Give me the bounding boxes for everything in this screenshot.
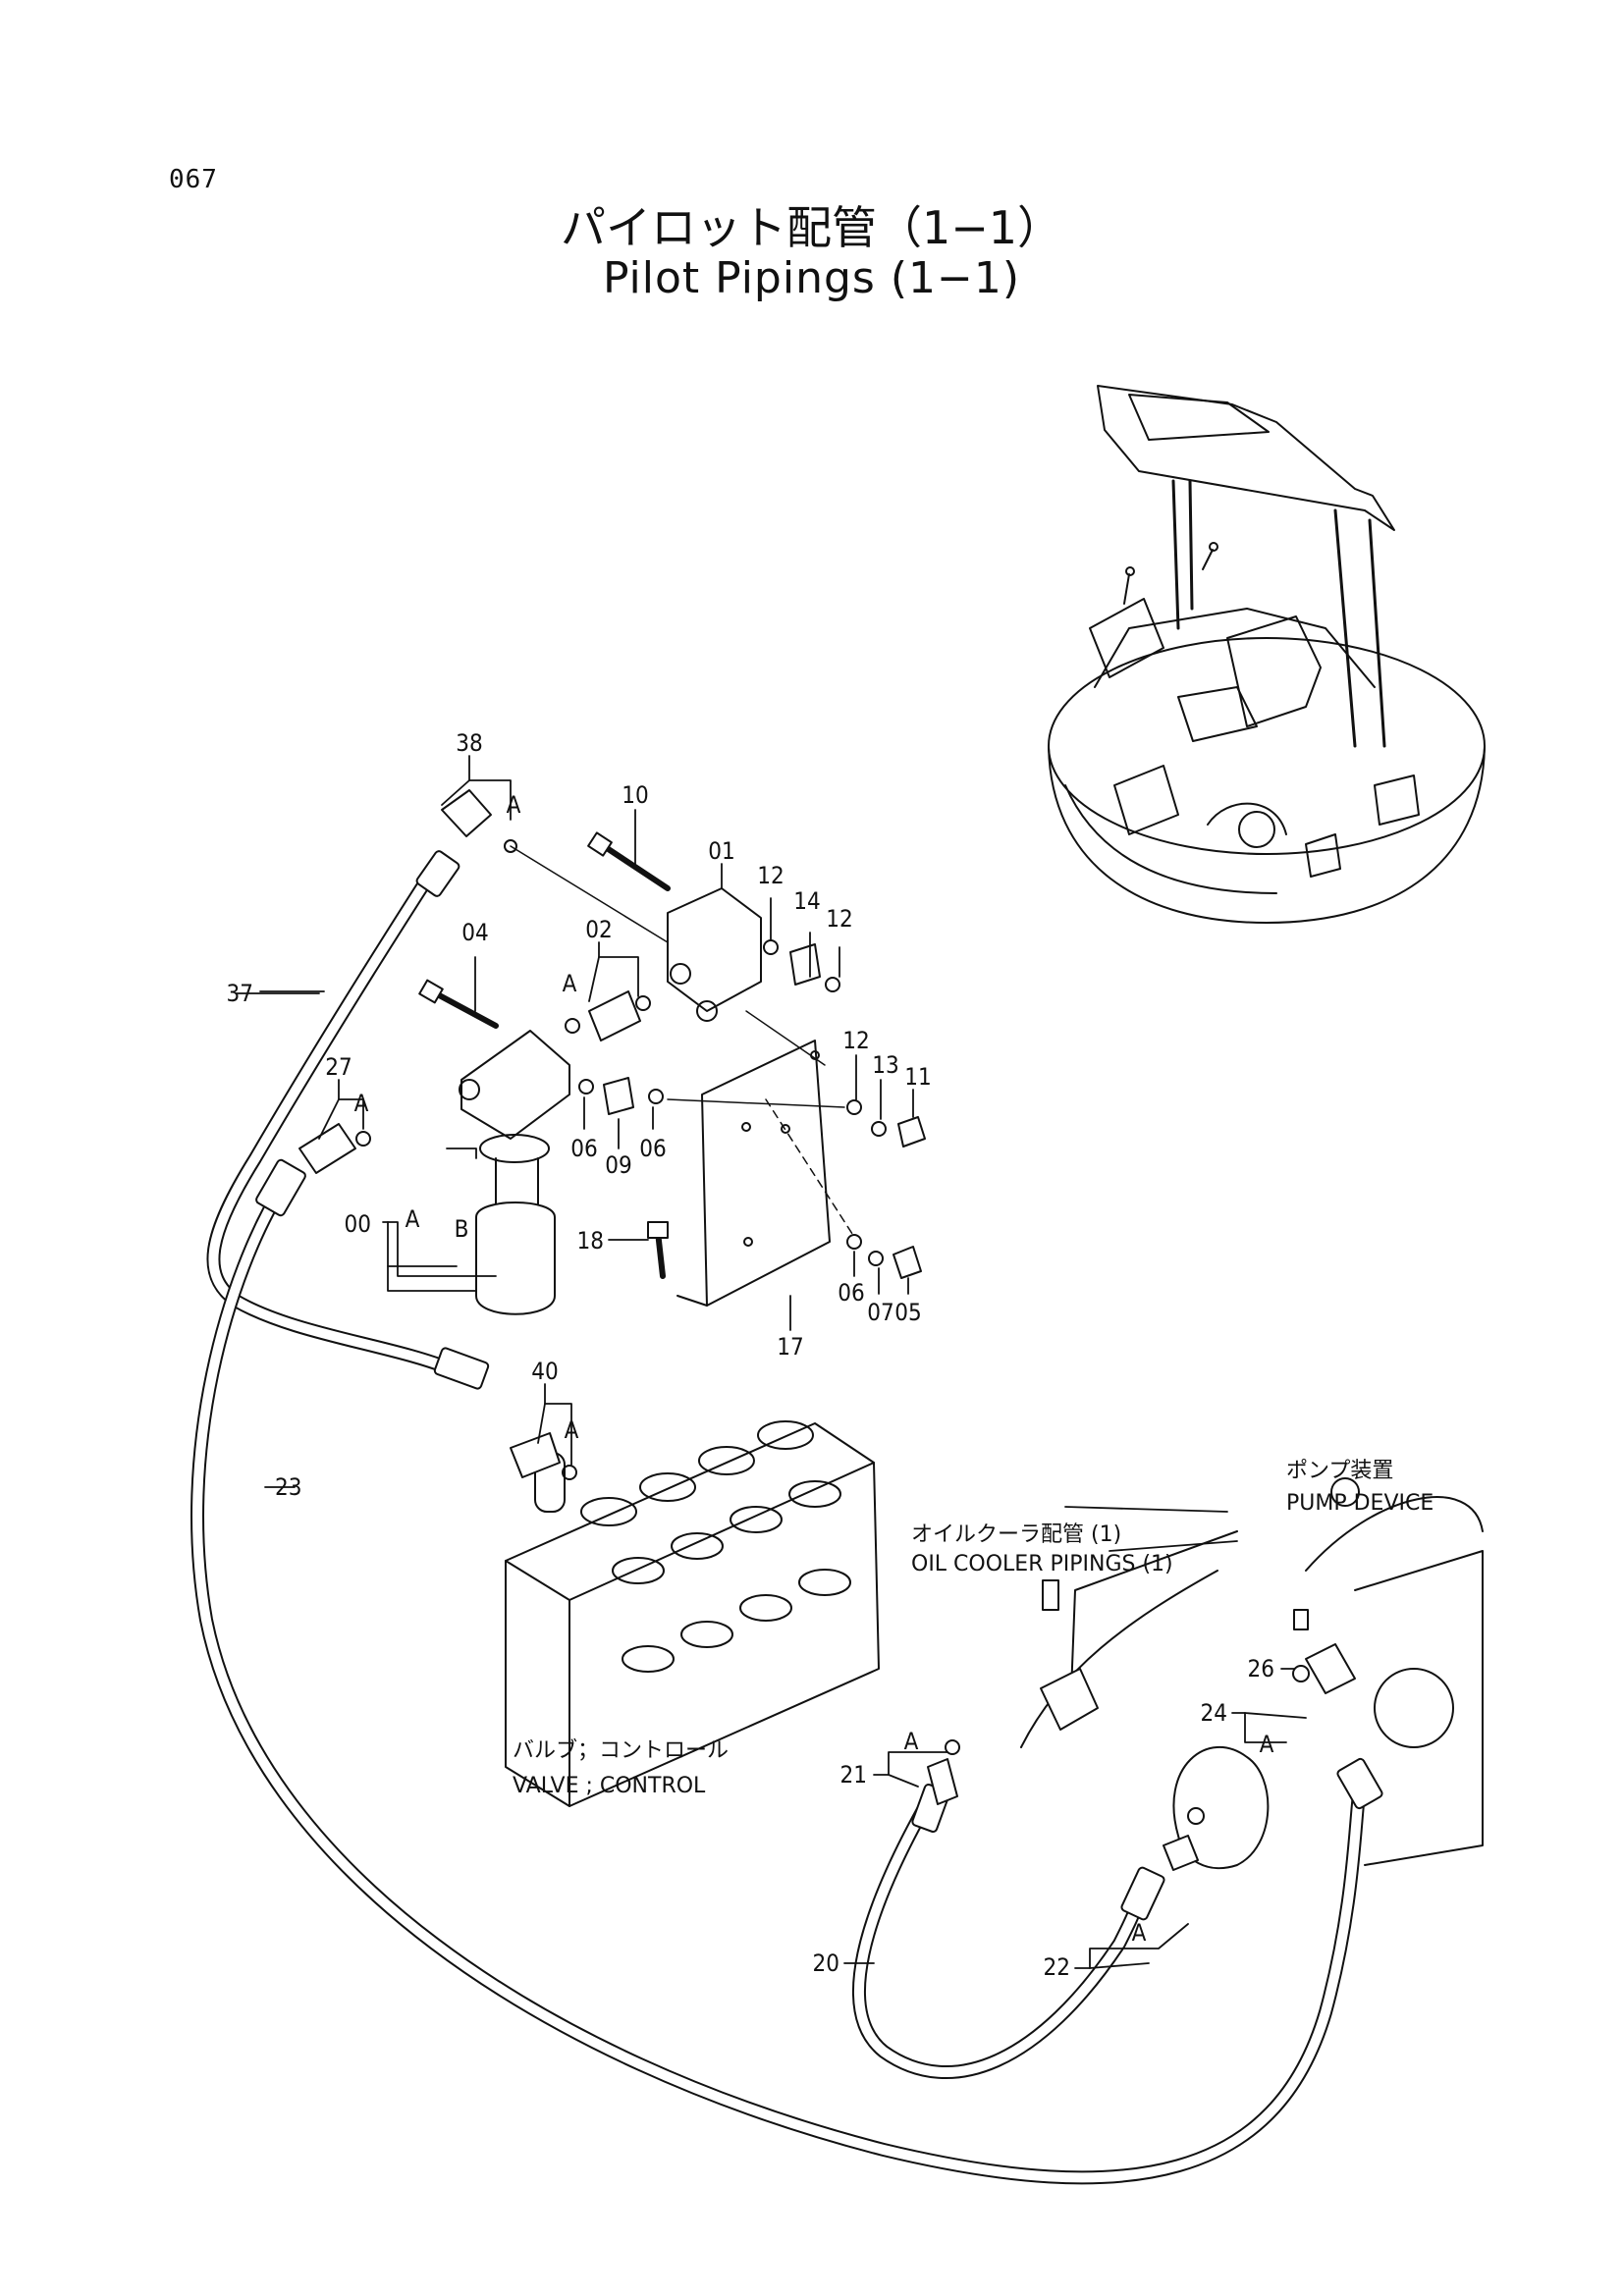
part-label: 10 xyxy=(622,781,648,809)
title-japanese: パイロット配管（1−1） xyxy=(560,201,1063,254)
part-label: 02 xyxy=(585,916,612,943)
part-label: 12 xyxy=(826,905,852,933)
part-label: 24 xyxy=(1201,1699,1227,1727)
control-valve-reference-en: VALVE ; CONTROL xyxy=(513,1774,706,1798)
pump-device-reference-jp: ポンプ装置 xyxy=(1286,1459,1393,1483)
page-number: 067 xyxy=(169,165,218,194)
part-label: 01 xyxy=(708,837,734,865)
title-english: Pilot Pipings (1−1) xyxy=(602,253,1021,303)
pump-device-reference-en: PUMP DEVICE xyxy=(1286,1491,1434,1516)
part-label: 14 xyxy=(793,887,820,915)
part-label: 13 xyxy=(872,1051,898,1079)
part-label: A xyxy=(1132,1919,1147,1947)
part-label: 06 xyxy=(838,1279,864,1307)
part-label: A xyxy=(354,1090,369,1117)
machine-illustration xyxy=(1048,385,1486,924)
part-label: 06 xyxy=(570,1135,597,1162)
part-label: 00 xyxy=(345,1210,371,1238)
part-label: 12 xyxy=(757,862,784,889)
reference-labels: オイルクーラ配管 (1) OIL COOLER PIPINGS (1) ポンプ装… xyxy=(513,1459,1434,1798)
part-label: 04 xyxy=(461,919,488,946)
part-label: 17 xyxy=(777,1333,803,1361)
pilot-valve-assembly xyxy=(298,789,926,1315)
oil-cooler-reference-jp: オイルクーラ配管 (1) xyxy=(911,1522,1121,1547)
control-valve-reference-jp: バルブ；コントロール xyxy=(513,1738,729,1763)
part-label: 27 xyxy=(325,1053,352,1081)
part-label: A xyxy=(565,1416,579,1444)
part-label: 38 xyxy=(456,729,482,757)
part-label: B xyxy=(455,1215,469,1243)
part-label: 06 xyxy=(639,1135,666,1162)
part-label: 11 xyxy=(904,1063,931,1091)
part-label: 26 xyxy=(1248,1655,1274,1682)
part-label: 40 xyxy=(531,1358,558,1385)
part-label: A xyxy=(1260,1731,1274,1758)
part-label: A xyxy=(507,791,521,819)
part-label: 18 xyxy=(577,1227,604,1255)
part-label: 20 xyxy=(813,1949,839,1977)
part-label: 37 xyxy=(227,980,253,1007)
part-label: 22 xyxy=(1044,1953,1070,1981)
part-label: A xyxy=(406,1205,420,1233)
part-label: 23 xyxy=(275,1473,301,1501)
part-label: 05 xyxy=(894,1299,921,1326)
oil-cooler-reference-en: OIL COOLER PIPINGS (1) xyxy=(911,1552,1173,1576)
part-label: 07 xyxy=(867,1299,893,1326)
part-label: 09 xyxy=(605,1151,631,1179)
part-label: A xyxy=(563,970,577,997)
part-label: 21 xyxy=(840,1761,867,1789)
leader-lines xyxy=(235,755,1307,1969)
control-valve-illustration xyxy=(505,1420,880,1807)
part-number-labels: 38 10 01 12 14 12 02 04 37 27 A A A A B … xyxy=(227,729,1274,1981)
part-label: A xyxy=(904,1728,919,1755)
pump-device-illustration xyxy=(927,1477,1484,1871)
part-label: 12 xyxy=(842,1027,869,1054)
